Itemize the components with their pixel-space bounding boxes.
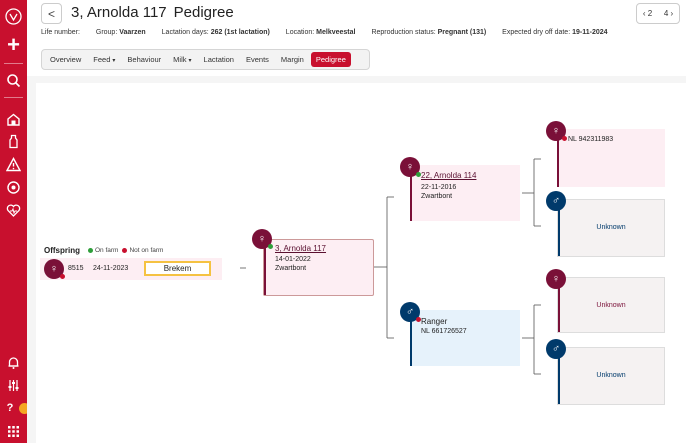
tab-margin[interactable]: Margin [280,55,304,64]
on-farm-dot-icon [88,247,93,253]
not-on-farm-dot-icon [562,136,567,141]
female-icon: ♀ [400,157,421,177]
subject-birth-date: 14-01-2022 [275,256,311,263]
legend-not-on-farm: Not on farm [122,247,163,254]
female-bar [264,240,266,295]
barn-icon[interactable] [6,112,21,127]
help-icon[interactable]: ? [6,402,14,414]
animal-pager: ‹ 2 4 › [636,3,680,24]
unknown-label: Unknown [596,372,626,379]
subject-animal-card[interactable]: 3, Arnolda 117 14-01-2022 Zwartbont [263,239,374,296]
on-farm-dot-icon [268,244,273,249]
search-icon[interactable] [6,73,21,88]
back-button[interactable]: < [41,3,62,24]
male-icon: ♂ [546,191,566,211]
chevron-left-icon: < [47,6,55,21]
female-icon: ♀ [252,229,273,249]
maternal-grandsire-card[interactable]: Unknown [557,199,665,257]
paternal-grandsire-card[interactable]: Unknown [557,347,665,405]
rail-divider [4,63,23,64]
female-icon: ♀ [44,259,65,279]
tab-bar: Overview Feed▾ Behaviour Milk▾ Lactation… [41,49,370,70]
health-icon[interactable] [6,203,21,218]
chevron-down-icon: ▾ [188,58,192,64]
legend-on-farm: On farm [88,247,118,254]
tab-pedigree[interactable]: Pedigree [310,52,351,67]
info-group: Group: Vaarzen [95,29,146,36]
on-farm-dot-icon [416,172,421,177]
subject-breed: Zwartbont [275,265,307,272]
farm-status-legend: On farm Not on farm [88,247,163,254]
offspring-name-field[interactable]: Brekem [144,261,211,276]
animal-title: 3, Arnolda 117 [71,4,167,21]
page-title: 3, Arnolda 117 Pedigree [71,4,234,21]
male-bar [410,310,412,366]
info-reproduction-status: Reproduction status: Pregnant (131) [371,29,487,36]
unknown-label: Unknown [596,224,626,231]
alert-icon[interactable] [6,157,21,172]
milk-bottle-icon[interactable] [6,134,21,149]
female-bar [558,278,560,332]
sire-name: Ranger [421,317,448,326]
offspring-title: Offspring [44,246,80,255]
dam-name-link[interactable]: 22, Arnolda 114 [421,171,477,180]
male-icon: ♂ [546,339,566,359]
page-subtitle: Pedigree [173,4,234,21]
dam-card[interactable]: 22, Arnolda 114 22-11-2016 Zwartbont [410,165,520,221]
info-location: Location: Melkveestal [285,29,356,36]
notifications-icon[interactable] [6,355,21,370]
female-bar [410,165,412,221]
offspring-birth-date: 24-11-2023 [93,265,129,272]
male-icon: ♂ [400,302,421,322]
maternal-granddam-card[interactable]: NL 942311983 [557,129,665,187]
unknown-label: Unknown [596,302,626,309]
tab-feed[interactable]: Feed▾ [93,55,116,64]
rail-divider [4,97,23,98]
info-lactation-days: Lactation days: 262 (1st lactation) [161,29,270,36]
not-on-farm-dot-icon [122,247,128,253]
tab-behaviour[interactable]: Behaviour [127,55,162,64]
add-icon[interactable]: + [7,32,20,57]
prev-animal-button[interactable]: ‹ 2 [642,9,653,18]
tab-events[interactable]: Events [245,55,269,64]
monitor-icon[interactable] [6,180,21,195]
not-on-farm-dot-icon [60,274,65,279]
tab-overview[interactable]: Overview [50,55,82,64]
app-logo-icon[interactable] [5,8,22,25]
male-bar [558,200,560,256]
offspring-number: 8515 [68,265,84,272]
notification-indicator [19,403,30,414]
paternal-granddam-card[interactable]: Unknown [557,277,665,333]
maternal-granddam-id: NL 942311983 [568,136,614,143]
settings-sliders-icon[interactable] [6,378,21,393]
info-expected-dry-off: Expected dry off date: 19-11-2024 [502,29,608,36]
not-on-farm-dot-icon [416,317,421,322]
female-icon: ♀ [546,121,567,141]
apps-grid-icon[interactable] [6,424,21,439]
tab-milk[interactable]: Milk▾ [173,55,192,64]
tab-lactation[interactable]: Lactation [203,55,234,64]
subject-name-link[interactable]: 3, Arnolda 117 [275,244,327,253]
female-icon: ♀ [546,269,566,289]
info-life-number: Life number: [41,29,80,36]
sire-card[interactable]: Ranger NL 661726527 [410,310,520,366]
left-nav-rail: + [0,0,30,443]
dam-birth-date: 22-11-2016 [421,184,457,191]
sire-id: NL 661726527 [421,328,467,335]
female-bar [557,129,559,187]
next-animal-button[interactable]: 4 › [663,9,674,18]
dam-breed: Zwartbont [421,193,453,200]
chevron-down-icon: ▾ [112,58,116,64]
male-bar [558,348,560,404]
animal-info-bar: Life number: Group: Vaarzen Lactation da… [41,29,622,36]
